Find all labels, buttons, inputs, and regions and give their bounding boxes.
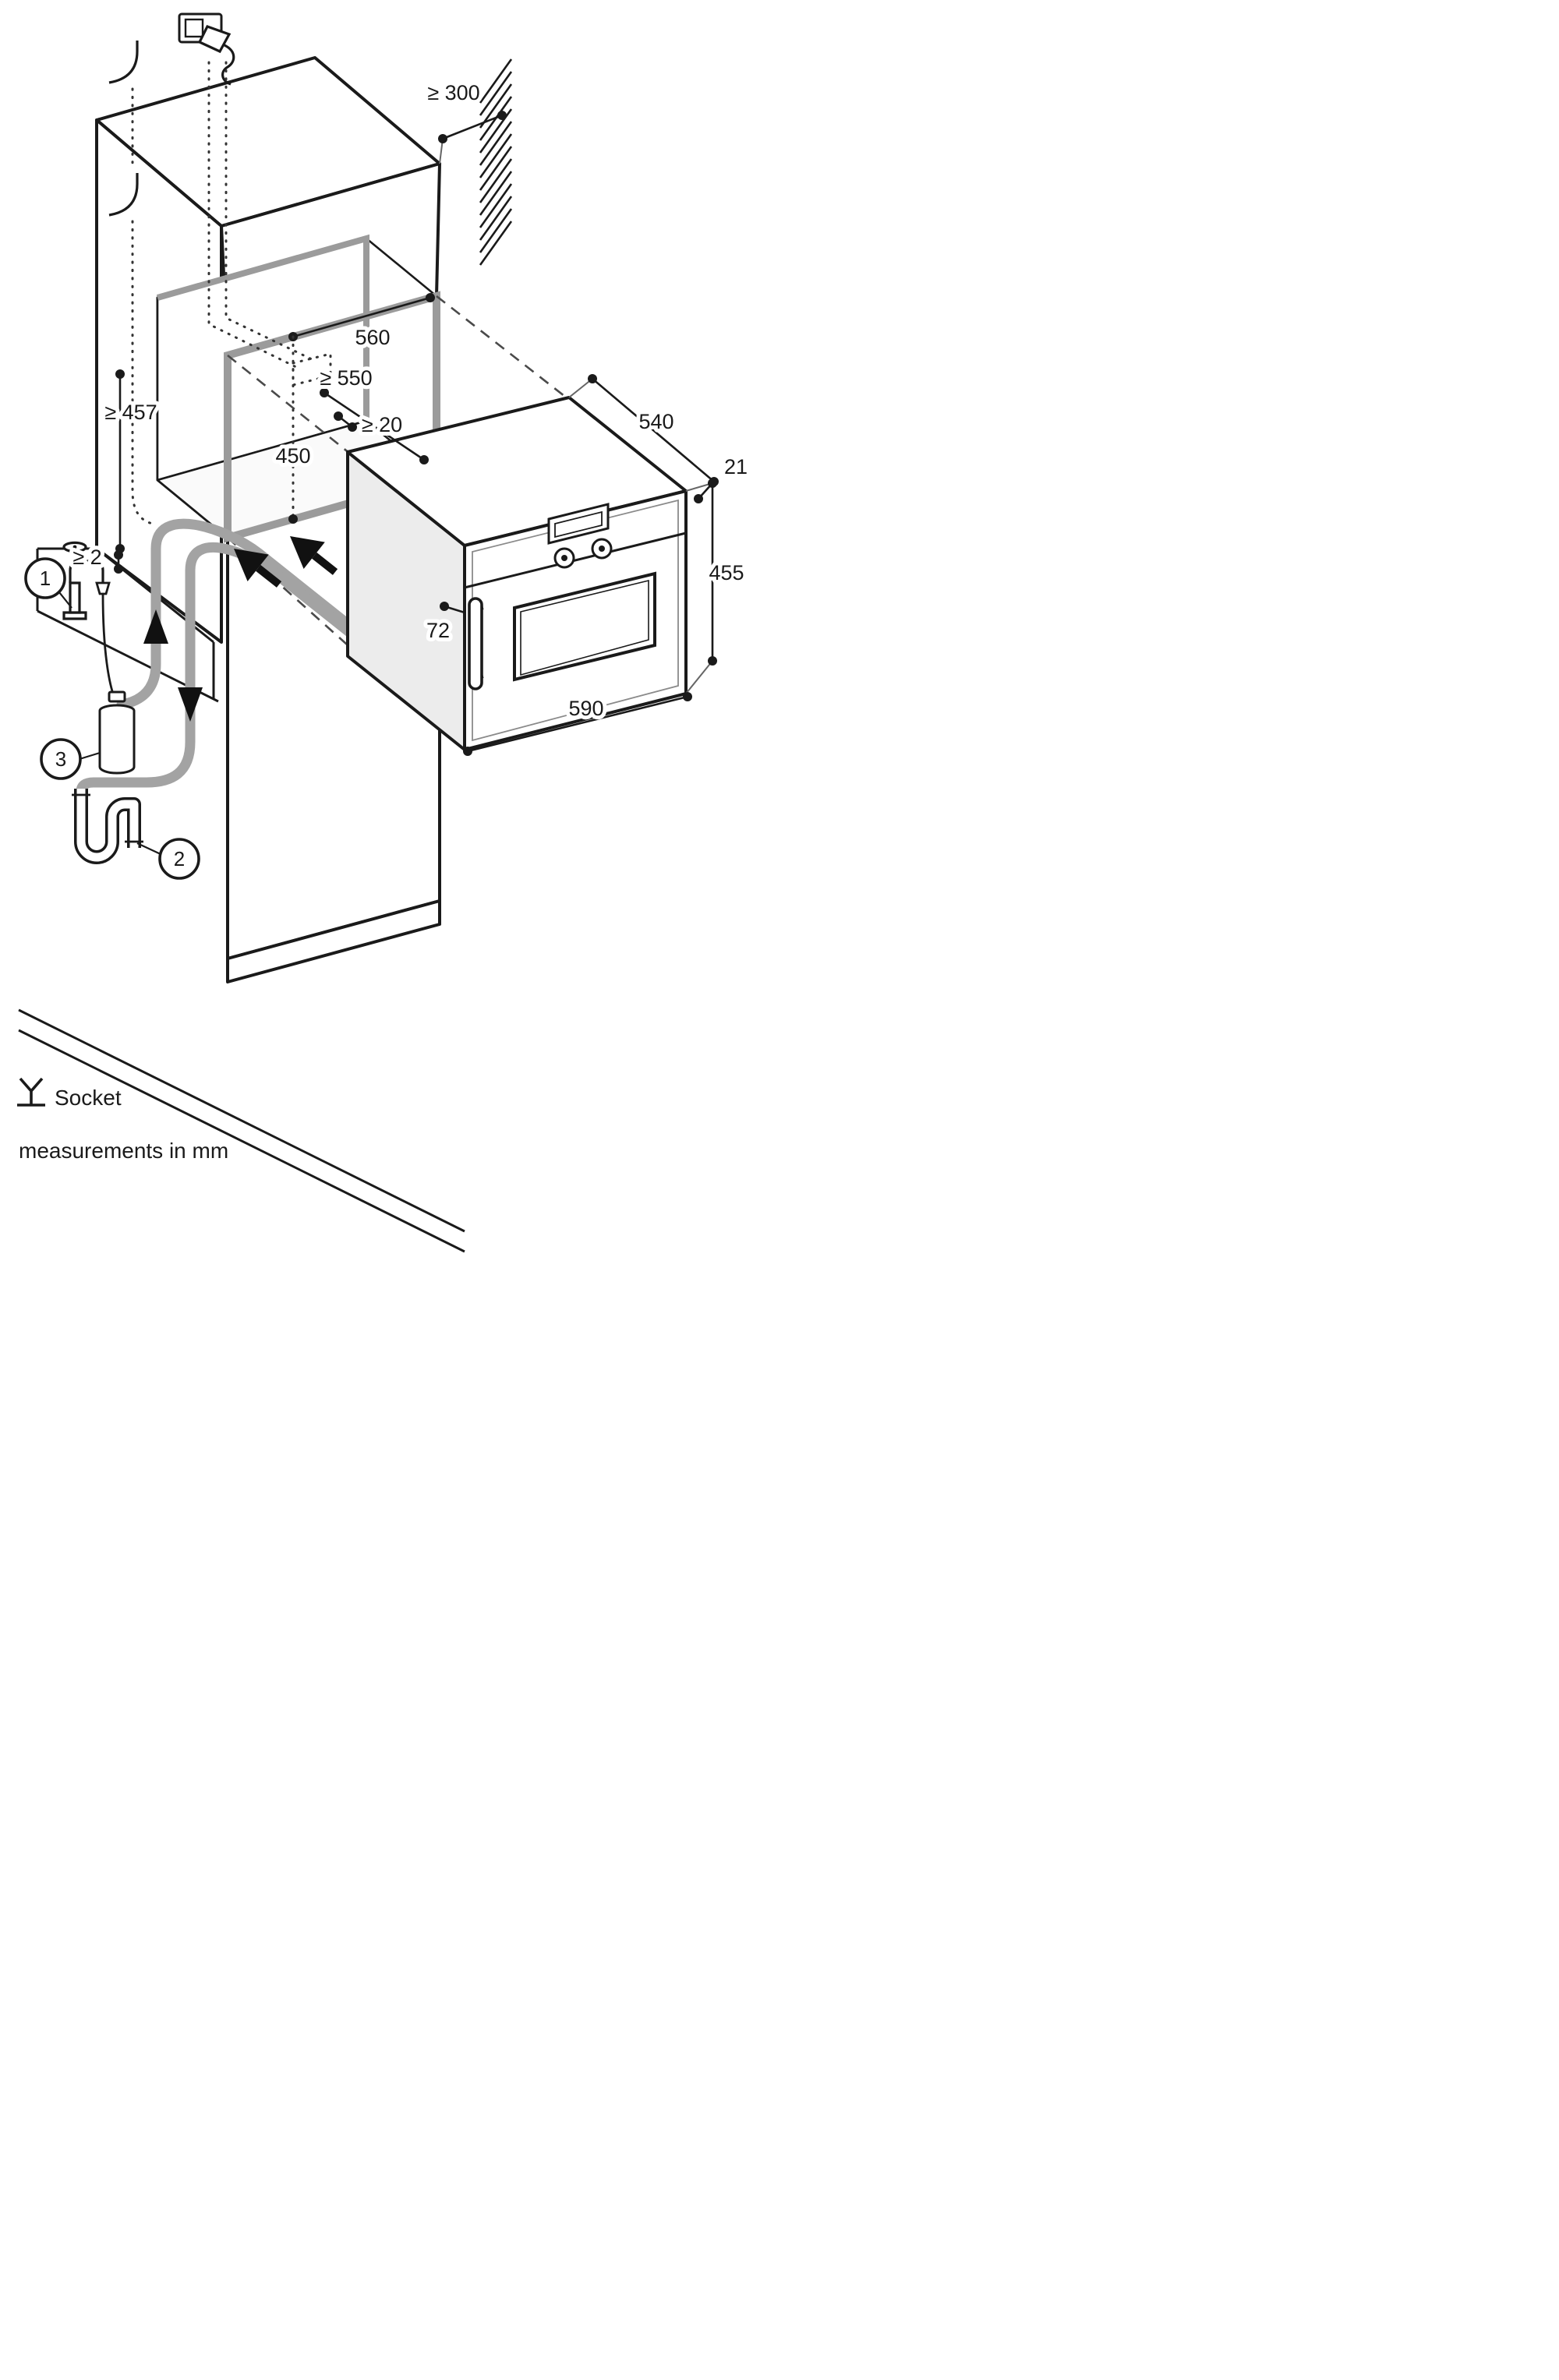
legend: Socket measurements in mm: [17, 1077, 228, 1163]
insert-arrow-2: [290, 536, 325, 569]
dim-bottom-gap: ≥ 2: [72, 546, 101, 569]
callout-3: 3: [40, 738, 101, 780]
dim-niche-width: 560: [355, 326, 390, 349]
dimension-lines: ≥ 300 560 ≥ 550 ≥ 20 450 ≥ 457 ≥ 2 540 2: [69, 77, 751, 756]
oven-knob-right: [591, 538, 613, 560]
dim-front-overhang: 21: [724, 455, 748, 478]
inlet-hose: [116, 518, 364, 710]
dim-appliance-depth: 540: [638, 410, 673, 433]
callout-1-number: 1: [40, 567, 51, 590]
wall-hatch: [479, 58, 513, 266]
water-filter: [98, 690, 136, 775]
oven-door-handle: [468, 597, 484, 690]
flow-down-arrow: [178, 687, 203, 722]
dim-appliance-height: 455: [709, 561, 744, 584]
dim-rear-gap: ≥ 20: [362, 413, 402, 436]
dim-appliance-width: 590: [568, 697, 603, 720]
oven-knob-left: [553, 547, 575, 569]
insert-arrow-1: [234, 549, 269, 581]
drain-siphon: [72, 789, 143, 864]
callout-1: 1: [24, 557, 72, 609]
socket-symbol-icon: [17, 1077, 45, 1107]
niche-back-frame: [156, 234, 369, 421]
insertion-arrows: [234, 536, 338, 588]
dim-min-height-left: ≥ 457: [104, 401, 157, 424]
power-socket-icon: [178, 12, 235, 86]
dim-top-clearance: ≥ 300: [427, 81, 479, 104]
oven: [346, 396, 688, 751]
legend-units-note: measurements in mm: [19, 1139, 228, 1163]
oven-display: [547, 503, 610, 545]
floor-lines: [18, 1008, 465, 1253]
flow-up-arrow: [143, 609, 168, 644]
dim-niche-height: 450: [275, 444, 310, 468]
dim-handle-clearance: 72: [426, 619, 450, 642]
callout-3-number: 3: [55, 747, 66, 771]
callout-2-number: 2: [174, 847, 185, 870]
break-marks: [108, 41, 154, 525]
legend-socket-label: Socket: [55, 1086, 122, 1110]
cabinet-plinth: [226, 899, 441, 983]
callout-2: 2: [136, 838, 200, 880]
oven-door-window: [513, 571, 656, 682]
dim-niche-depth: ≥ 550: [320, 366, 372, 390]
